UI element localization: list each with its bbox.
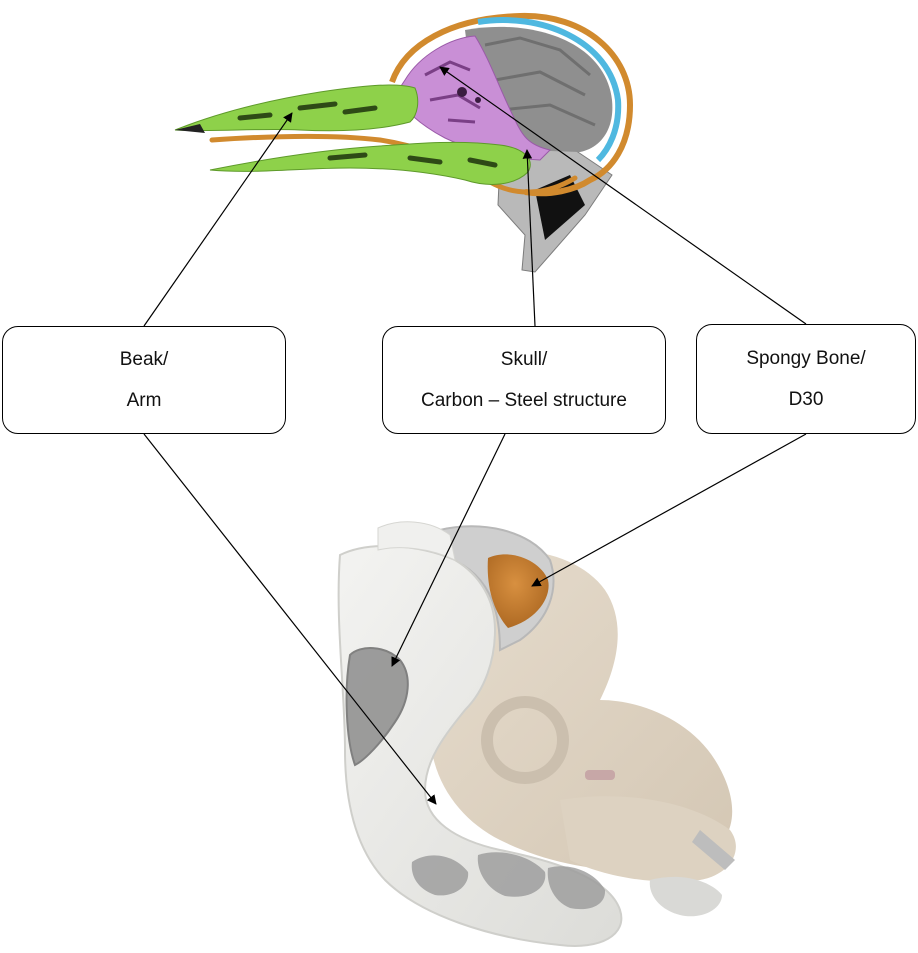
d30-impact-pad bbox=[487, 554, 549, 628]
harness-pad bbox=[481, 696, 569, 784]
skull-cavity bbox=[394, 35, 551, 161]
arrow-beak-to-seat bbox=[143, 433, 437, 805]
woodpecker-skull-illustration bbox=[174, 12, 634, 273]
seat-side-shell bbox=[337, 544, 623, 947]
shell-cutout-lower-1 bbox=[411, 855, 469, 896]
arrow-spongy-to-seat bbox=[531, 433, 807, 587]
seat-base bbox=[649, 876, 722, 917]
spongy-bone-rim bbox=[477, 17, 622, 163]
label-box-skull: Skull/ Carbon – Steel structure bbox=[382, 326, 666, 434]
label-skull-line1: Skull/ bbox=[500, 349, 548, 370]
label-box-beak: Beak/ Arm bbox=[2, 326, 286, 434]
label-box-spongy-bone: Spongy Bone/ D30 bbox=[696, 324, 916, 434]
arrow-skull-to-seat bbox=[391, 433, 506, 667]
label-beak-line1: Beak/ bbox=[119, 349, 169, 370]
shell-cutout-upper bbox=[345, 647, 409, 767]
car-seat-illustration bbox=[337, 521, 736, 947]
label-spongy-line1: Spongy Bone/ bbox=[746, 348, 866, 369]
arrow-skull-to-bird bbox=[522, 149, 536, 327]
upper-beak bbox=[174, 84, 419, 132]
arrow-beak-to-bird bbox=[143, 112, 293, 327]
label-beak-line2: Arm bbox=[126, 390, 162, 411]
connector-arrows bbox=[143, 66, 807, 805]
shell-cutout-lower-3 bbox=[547, 866, 606, 910]
arrow-spongy-to-bird bbox=[439, 66, 807, 325]
label-skull-line2: Carbon – Steel structure bbox=[421, 390, 627, 411]
braincase-outline bbox=[389, 12, 634, 197]
label-spongy-line2: D30 bbox=[788, 389, 824, 410]
seat-cushion bbox=[560, 796, 736, 882]
shell-cutout-lower-2 bbox=[477, 852, 546, 897]
